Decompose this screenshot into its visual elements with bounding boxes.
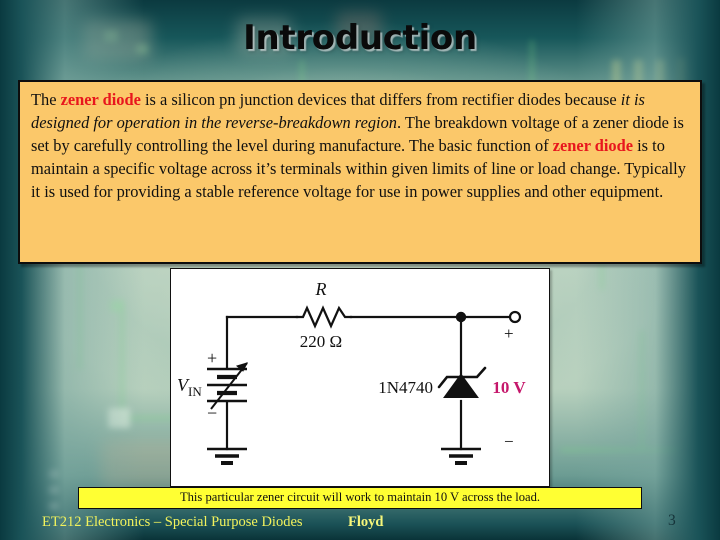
output-plus-label: + [504, 324, 514, 343]
diode-part-number-label: 1N4740 [378, 378, 433, 397]
body-highlight-zener-diode-2: zener diode [552, 135, 634, 155]
output-minus-label: − [504, 432, 514, 451]
zener-diode-symbol [437, 366, 487, 398]
footer-page-number: 3 [668, 512, 676, 529]
voltage-source-symbol [207, 362, 248, 410]
resistor-value-label: 220 Ω [300, 332, 342, 351]
resistor-ref-label: R [315, 279, 327, 299]
body-italic-emphasis: it is designed for operation in the reve… [31, 90, 645, 132]
output-terminal-positive [508, 310, 522, 324]
source-label: VIN [177, 375, 202, 399]
body-seg-1: The [31, 90, 61, 109]
body-seg-5: . The breakdown voltage of a zener diode… [31, 112, 684, 155]
output-voltage-label: 10 V [492, 378, 526, 397]
junction-dot [455, 311, 467, 323]
caption-box: This particular zener circuit will work … [78, 487, 642, 509]
ground-symbol-zener [441, 447, 481, 465]
ground-symbol-source [207, 447, 247, 465]
source-plus-label: + [207, 348, 217, 368]
body-highlight-zener-diode-1: zener diode [60, 90, 141, 109]
resistor-symbol [295, 305, 353, 329]
body-seg-3: is a silicon pn junction devices that di… [140, 90, 621, 109]
source-minus-label: − [207, 403, 217, 423]
body-seg-7: is to maintain a specific voltage across… [31, 135, 686, 201]
footer-course-label: ET212 Electronics – Special Purpose Diod… [42, 514, 303, 530]
circuit-diagram-panel: R 220 Ω VIN + − 1N4740 + − 10 V [170, 268, 550, 487]
page-title: Introduction [243, 18, 477, 58]
footer-author-label: Floyd [348, 514, 384, 530]
body-text-box: The zener diode is a silicon pn junction… [18, 80, 702, 264]
